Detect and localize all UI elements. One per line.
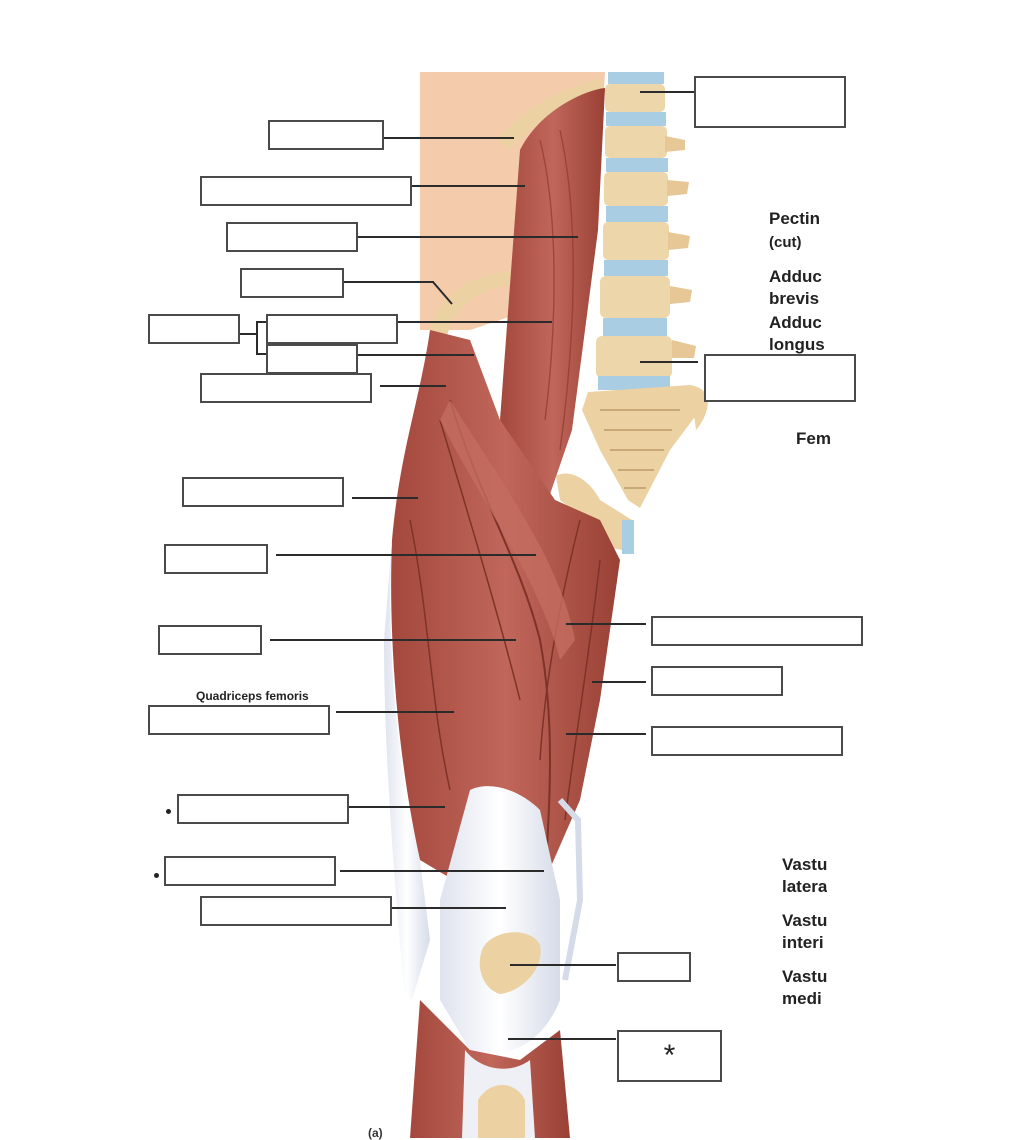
bracket — [256, 321, 266, 355]
label-box-13[interactable] — [177, 794, 349, 824]
thigh-muscle-mass — [391, 330, 620, 890]
label-adductor-brevis-1: Adduc — [769, 267, 822, 286]
label-vastus-intermedius-1: Vastu — [782, 911, 828, 930]
sartorius-muscle — [440, 400, 575, 660]
leader-line — [412, 185, 525, 187]
label-vastus-medialis-2: medi — [782, 989, 822, 1008]
leader-line — [276, 554, 536, 556]
label-box-20[interactable] — [651, 726, 843, 756]
leader-line — [392, 907, 506, 909]
label-box-7[interactable] — [266, 344, 358, 374]
label-box-16[interactable] — [694, 76, 846, 128]
bullet-dot — [154, 873, 159, 878]
label-pectineus-note: (cut) — [769, 234, 802, 251]
label-box-21[interactable] — [617, 952, 691, 982]
leader-line — [349, 806, 445, 808]
leader-line — [398, 321, 552, 323]
bullet-dot — [166, 809, 171, 814]
leader-line — [380, 385, 446, 387]
leader-line — [344, 281, 434, 283]
label-box-6[interactable] — [266, 314, 398, 344]
label-box-18[interactable] — [651, 616, 863, 646]
leader-line — [358, 236, 578, 238]
label-box-15[interactable] — [200, 896, 392, 926]
label-box-19[interactable] — [651, 666, 783, 696]
leader-line-diagonal — [432, 281, 453, 305]
psoas-muscle — [500, 88, 605, 500]
label-box-2[interactable] — [200, 176, 412, 206]
label-vastus-intermedius-2: interi — [782, 933, 824, 952]
label-box-17[interactable] — [704, 354, 856, 402]
patella — [479, 932, 541, 994]
leader-line — [358, 354, 474, 356]
label-box-12[interactable] — [148, 705, 330, 735]
leader-line — [640, 361, 698, 363]
label-vastus-lateralis-2: latera — [782, 877, 828, 896]
leader-line — [340, 870, 544, 872]
label-pectineus: Pectin — [769, 209, 821, 228]
label-box-14[interactable] — [164, 856, 336, 886]
label-vastus-medialis-1: Vastu — [782, 967, 828, 986]
bracket-connector — [240, 333, 258, 335]
label-adductor-brevis-2: brevis — [769, 289, 820, 308]
quadriceps-tendon — [440, 786, 560, 1054]
leader-line — [352, 497, 418, 499]
label-vastus-lateralis-1: Vastu — [782, 855, 828, 874]
leader-line — [592, 681, 646, 683]
leader-line — [508, 1038, 616, 1040]
leader-line — [566, 733, 646, 735]
leader-line — [384, 137, 514, 139]
label-box-8[interactable] — [200, 373, 372, 403]
label-box-5[interactable] — [148, 314, 240, 344]
right-label-clip: Pectin (cut) Adduc brevis Adduc longus F… — [768, 205, 836, 1025]
figure-letter: (a) — [368, 1126, 383, 1140]
label-adductor-longus-1: Adduc — [769, 313, 822, 332]
star-box[interactable]: * — [617, 1030, 722, 1082]
label-femur: Fem — [796, 429, 831, 448]
label-box-9[interactable] — [182, 477, 344, 507]
label-adductor-longus-2: longus — [769, 335, 825, 354]
iliotibial-tract — [384, 540, 430, 1000]
pubic-bone — [556, 473, 632, 552]
label-box-3[interactable] — [226, 222, 358, 252]
quadriceps-group-label: Quadriceps femoris — [196, 689, 309, 703]
label-box-4[interactable] — [240, 268, 344, 298]
label-box-10[interactable] — [164, 544, 268, 574]
leader-line — [510, 964, 616, 966]
label-box-1[interactable] — [268, 120, 384, 150]
leader-line — [566, 623, 646, 625]
star-mark: * — [663, 1039, 676, 1072]
lumbar-spine — [582, 72, 708, 508]
leader-line — [640, 91, 694, 93]
leader-line — [336, 711, 454, 713]
label-box-11[interactable] — [158, 625, 262, 655]
leader-line — [270, 639, 516, 641]
